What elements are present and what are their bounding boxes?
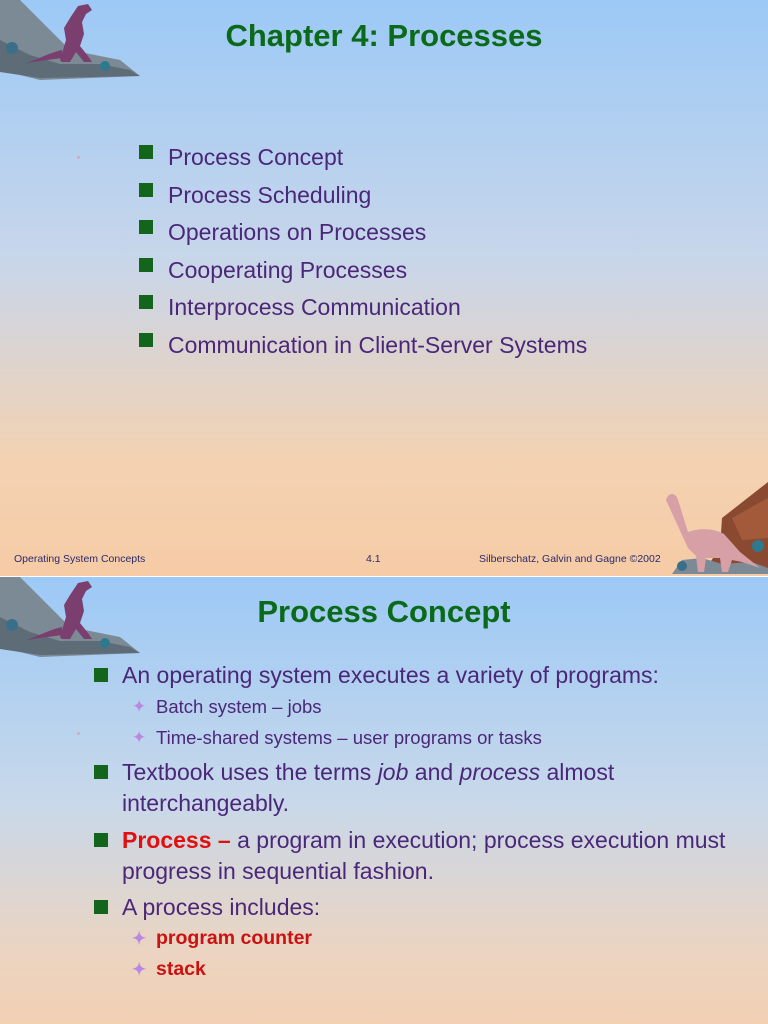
- sub-list: ✦program counter ✦stack: [122, 923, 734, 985]
- topic-item: Operations on Processes: [139, 214, 587, 252]
- topic-list: Process Concept Process Scheduling Opera…: [139, 139, 587, 364]
- diamond-bullet-icon: ✦: [132, 728, 147, 747]
- square-bullet-icon: [94, 833, 108, 847]
- footer-course: Operating System Concepts: [14, 553, 146, 565]
- process-term: Process –: [122, 827, 231, 853]
- diamond-bullet-icon: ✦: [132, 960, 147, 979]
- slide-2: [0, 577, 768, 1024]
- concept-list: An operating system executes a variety o…: [94, 660, 734, 985]
- slide-title: Process Concept: [257, 594, 511, 629]
- footer-authors: Silberschatz, Galvin and Gagne ©2002: [479, 553, 661, 565]
- sub-item: ✦Time-shared systems – user programs or …: [122, 722, 734, 753]
- sub-item: ✦program counter: [122, 923, 734, 954]
- square-bullet-icon: [139, 332, 153, 347]
- bullet-item: A process includes: ✦program counter ✦st…: [94, 892, 734, 985]
- slide-title: Chapter 4: Processes: [225, 18, 543, 53]
- square-bullet-icon: [139, 295, 153, 309]
- square-bullet-icon: [139, 182, 153, 197]
- topic-item: Process Concept: [139, 139, 587, 177]
- diamond-bullet-icon: ✦: [132, 697, 147, 716]
- bullet-item: Process – a program in execution; proces…: [94, 825, 734, 887]
- dinosaur-logo: [0, 577, 140, 657]
- slide-divider: [0, 576, 768, 577]
- stray-dot: [77, 732, 80, 735]
- sub-item: ✦stack: [122, 954, 734, 985]
- brontosaurus-logo: [666, 482, 768, 574]
- topic-item: Interprocess Communication: [139, 289, 587, 327]
- footer-page-number: 4.1: [366, 553, 381, 565]
- square-bullet-icon: [139, 145, 153, 159]
- bullet-item: Textbook uses the terms job and process …: [94, 757, 734, 819]
- bullet-item: An operating system executes a variety o…: [94, 660, 734, 753]
- square-bullet-icon: [139, 257, 153, 272]
- topic-item: Process Scheduling: [139, 177, 587, 215]
- topic-item: Cooperating Processes: [139, 252, 587, 290]
- slide-1: Chapter 4: Processes Process Concept Pro…: [0, 0, 768, 576]
- sub-list: ✦Batch system – jobs ✦Time-shared system…: [122, 691, 734, 753]
- sub-item: ✦Batch system – jobs: [122, 691, 734, 722]
- square-bullet-icon: [94, 765, 108, 779]
- square-bullet-icon: [139, 220, 153, 234]
- diamond-bullet-icon: ✦: [132, 929, 147, 948]
- dinosaur-logo: [0, 0, 140, 80]
- stray-dot: [77, 156, 80, 159]
- topic-item: Communication in Client-Server Systems: [139, 327, 587, 365]
- square-bullet-icon: [94, 668, 108, 682]
- square-bullet-icon: [94, 900, 108, 914]
